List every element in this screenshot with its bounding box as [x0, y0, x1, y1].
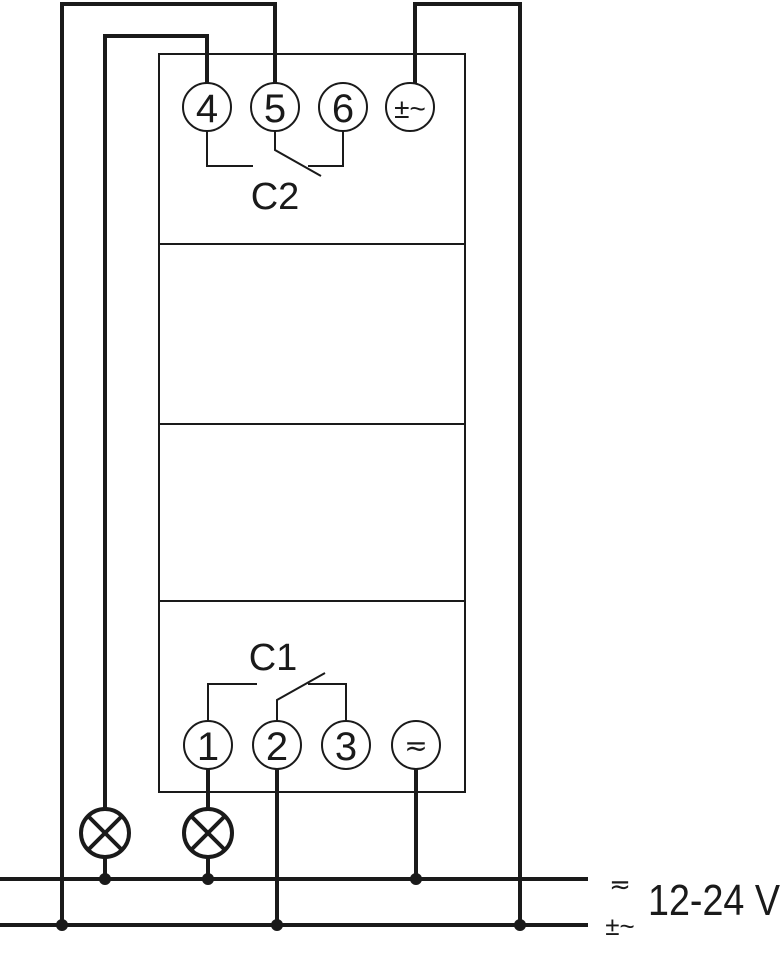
svg-text:1: 1 [197, 725, 219, 769]
supply-label: ≂ ±~ 12-24 V [605, 869, 780, 941]
wire-terminal-5 [60, 2, 277, 925]
junction-dot [202, 873, 214, 885]
wire-terminal-4 [103, 34, 209, 809]
terminal-1: 1 [183, 720, 233, 770]
dc-symbol: ±~ [605, 911, 634, 941]
svg-text:4: 4 [196, 87, 218, 131]
ac-symbol: ≂ [609, 869, 631, 899]
svg-text:≂: ≂ [404, 730, 427, 761]
junction-dot [410, 873, 422, 885]
terminal-supply-top: ±~ [385, 82, 435, 132]
terminal-supply-bottom: ≂ [391, 720, 441, 770]
svg-text:2: 2 [266, 725, 288, 769]
wires [0, 2, 588, 927]
svg-text:5: 5 [264, 87, 286, 131]
junction-dot [99, 873, 111, 885]
junction-dot [514, 919, 526, 931]
svg-text:3: 3 [335, 725, 357, 769]
wire-terminal-supply-top [413, 2, 522, 925]
terminal-6: 6 [318, 82, 368, 132]
voltage-label: 12-24 V [648, 876, 781, 925]
contact-label-c1: C1 [249, 637, 298, 679]
lamp-icon [182, 807, 234, 859]
svg-text:6: 6 [332, 87, 354, 131]
terminal-3: 3 [321, 720, 371, 770]
contact-c1: C1 [207, 637, 347, 721]
junction-dot [56, 919, 68, 931]
terminal-5: 5 [250, 82, 300, 132]
contact-c2: C2 [206, 131, 344, 218]
contact-label-c2: C2 [251, 176, 300, 218]
terminal-2: 2 [252, 720, 302, 770]
device-housing [158, 53, 466, 793]
lamp-icon [79, 807, 131, 859]
junction-dot [271, 919, 283, 931]
junctions [56, 873, 526, 931]
terminal-4: 4 [182, 82, 232, 132]
svg-text:±~: ±~ [394, 93, 426, 124]
